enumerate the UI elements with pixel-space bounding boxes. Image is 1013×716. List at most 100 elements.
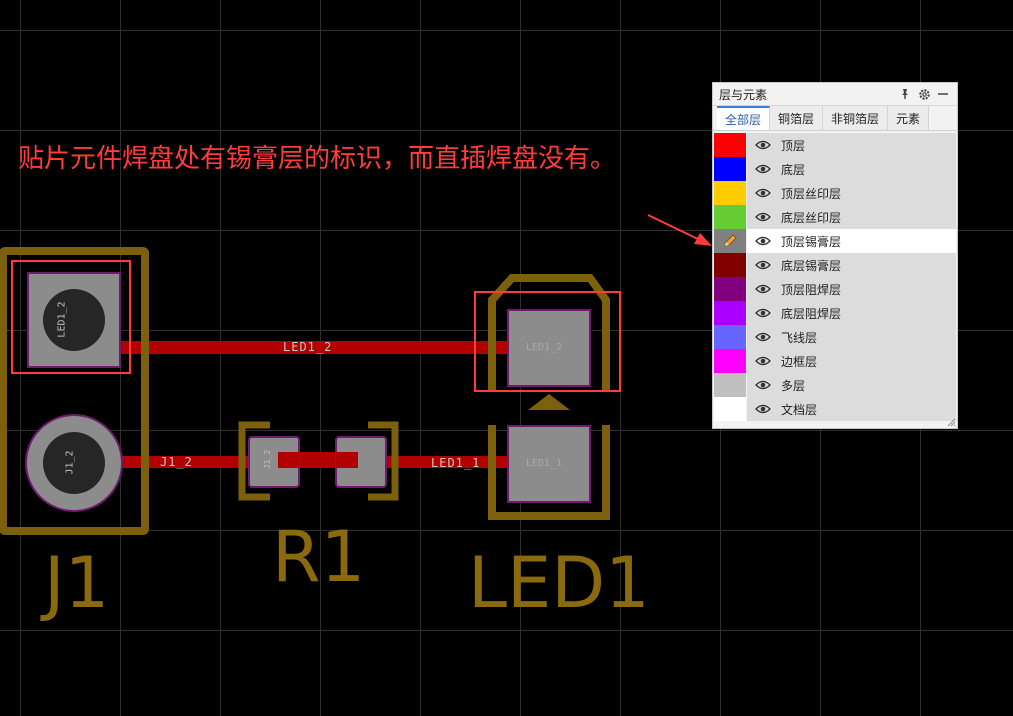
layer-row[interactable]: 顶层 <box>714 133 956 157</box>
layer-color-swatch[interactable] <box>714 277 746 301</box>
eye-icon[interactable] <box>751 284 775 294</box>
layer-row[interactable]: 飞线层 <box>714 325 956 349</box>
layer-color-swatch[interactable] <box>714 373 746 397</box>
layer-row-body[interactable]: 顶层阻焊层 <box>747 277 956 301</box>
r1-silkscreen-left <box>238 421 270 501</box>
trace-led1-2[interactable] <box>118 341 510 354</box>
trace-j1-2[interactable] <box>118 456 278 468</box>
layer-row[interactable]: 多层 <box>714 373 956 397</box>
eye-icon[interactable] <box>751 260 775 270</box>
highlight-smd-pad <box>474 291 621 392</box>
net-label-led1-2: LED1_2 <box>283 340 333 354</box>
layer-row-body[interactable]: 顶层锡膏层 <box>747 229 956 253</box>
net-label-led1-1: LED1_1 <box>431 456 481 470</box>
layer-row-body[interactable]: 底层丝印层 <box>747 205 956 229</box>
eye-icon[interactable] <box>751 164 775 174</box>
gear-icon[interactable] <box>916 86 932 102</box>
eye-icon[interactable] <box>751 332 775 342</box>
layer-name: 顶层阻焊层 <box>781 282 842 297</box>
layer-row[interactable]: 顶层阻焊层 <box>714 277 956 301</box>
led1-silkscreen-bottom <box>488 425 610 520</box>
designator-led1[interactable]: LED1 <box>468 542 650 624</box>
layer-color-swatch[interactable] <box>714 349 746 373</box>
layer-name: 顶层 <box>781 138 806 153</box>
layer-row[interactable]: 顶层锡膏层 <box>714 229 956 253</box>
pad-label-led1-bottom: LED1_1 <box>526 458 563 469</box>
eye-icon[interactable] <box>751 188 775 198</box>
layer-color-swatch[interactable] <box>714 325 746 349</box>
layer-row[interactable]: 底层 <box>714 157 956 181</box>
layer-row-body[interactable]: 边框层 <box>747 349 956 373</box>
layer-color-swatch[interactable] <box>714 181 746 205</box>
annotation-arrow <box>647 214 701 241</box>
layer-row-body[interactable]: 底层锡膏层 <box>747 253 956 277</box>
layer-color-swatch[interactable] <box>714 229 746 253</box>
eye-icon[interactable] <box>751 380 775 390</box>
layer-row[interactable]: 顶层丝印层 <box>714 181 956 205</box>
layers-panel[interactable]: 层与元素 全部层 铜箔层 非铜箔层 元素 顶层底层顶层丝印层底层丝印层顶层锡膏层… <box>712 82 958 429</box>
layer-row[interactable]: 底层丝印层 <box>714 205 956 229</box>
layer-color-swatch[interactable] <box>714 205 746 229</box>
trace-led1-1[interactable] <box>384 456 510 468</box>
pad-label-led1-top: LED1_2 <box>526 342 563 353</box>
highlight-through-hole-pad <box>11 260 131 374</box>
j1-silkscreen-outline <box>0 247 149 535</box>
layer-row-body[interactable]: 多层 <box>747 373 956 397</box>
j1-pad-1-hole <box>43 289 105 351</box>
layer-name: 顶层锡膏层 <box>781 234 842 249</box>
eye-icon[interactable] <box>751 404 775 414</box>
layer-name: 底层丝印层 <box>781 210 842 225</box>
minimize-icon[interactable] <box>935 86 951 102</box>
r1-silkscreen-right <box>368 421 399 501</box>
annotation-arrow-head <box>694 233 712 246</box>
layer-color-swatch[interactable] <box>714 133 746 157</box>
layer-name: 底层阻焊层 <box>781 306 842 321</box>
layer-name: 底层锡膏层 <box>781 258 842 273</box>
layer-row-body[interactable]: 底层 <box>747 157 956 181</box>
layer-list: 顶层底层顶层丝印层底层丝印层顶层锡膏层底层锡膏层顶层阻焊层底层阻焊层飞线层边框层… <box>714 133 956 421</box>
eye-icon[interactable] <box>751 212 775 222</box>
pad-label-r1-left: J1_2 <box>263 449 273 470</box>
layer-row[interactable]: 底层锡膏层 <box>714 253 956 277</box>
eye-icon[interactable] <box>751 236 775 246</box>
layer-name: 文档层 <box>781 402 818 417</box>
layer-color-swatch[interactable] <box>714 397 746 421</box>
annotation-text: 贴片元件焊盘处有锡膏层的标识，而直插焊盘没有。 <box>18 144 617 174</box>
layer-row[interactable]: 底层阻焊层 <box>714 301 956 325</box>
tab-elements[interactable]: 元素 <box>888 106 930 130</box>
led1-polarity-mark <box>528 394 570 410</box>
layer-color-swatch[interactable] <box>714 301 746 325</box>
tab-all-layers[interactable]: 全部层 <box>717 106 771 130</box>
resize-grip-icon[interactable] <box>946 417 956 427</box>
led1-silkscreen-top <box>488 274 610 390</box>
designator-j1[interactable]: J1 <box>44 542 110 624</box>
j1-pad-2-hole <box>43 432 105 494</box>
led1-pad-1[interactable] <box>507 425 591 503</box>
panel-title-bar[interactable]: 层与元素 <box>713 83 957 106</box>
pad-label-j1-bottom: J1_2 <box>64 450 76 475</box>
layer-row-body[interactable]: 文档层 <box>747 397 956 421</box>
eye-icon[interactable] <box>751 308 775 318</box>
layer-color-swatch[interactable] <box>714 157 746 181</box>
eye-icon[interactable] <box>751 356 775 366</box>
layer-row-body[interactable]: 底层阻焊层 <box>747 301 956 325</box>
pad-label-j1-top: LED1_2 <box>56 301 68 338</box>
pin-icon[interactable] <box>897 86 913 102</box>
panel-title: 层与元素 <box>719 87 768 102</box>
layer-row[interactable]: 边框层 <box>714 349 956 373</box>
layer-name: 多层 <box>781 378 806 393</box>
led1-pad-2[interactable] <box>507 309 591 387</box>
layer-name: 底层 <box>781 162 806 177</box>
pencil-icon <box>724 234 737 247</box>
layer-row-body[interactable]: 顶层 <box>747 133 956 157</box>
layer-row[interactable]: 文档层 <box>714 397 956 421</box>
net-label-j1-2: J1_2 <box>160 455 193 469</box>
layer-color-swatch[interactable] <box>714 253 746 277</box>
eye-icon[interactable] <box>751 140 775 150</box>
designator-r1[interactable]: R1 <box>272 516 366 598</box>
tab-non-copper-layers[interactable]: 非铜箔层 <box>823 106 889 130</box>
layer-row-body[interactable]: 顶层丝印层 <box>747 181 956 205</box>
layer-row-body[interactable]: 飞线层 <box>747 325 956 349</box>
tab-copper-layers[interactable]: 铜箔层 <box>770 106 824 130</box>
